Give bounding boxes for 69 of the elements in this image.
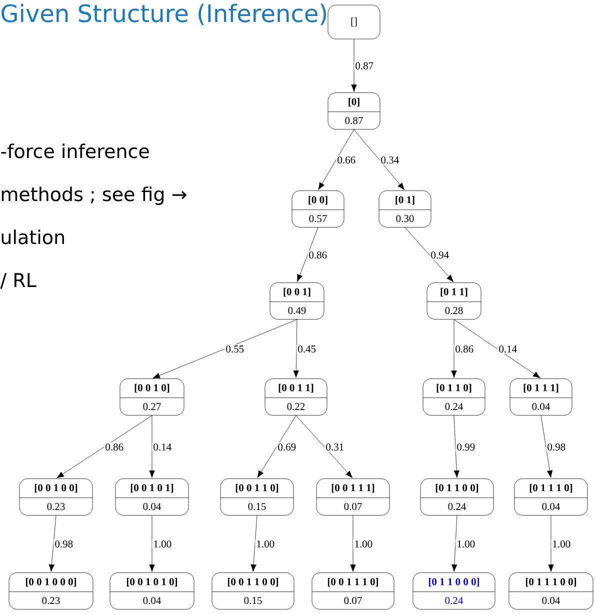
tree-node: [0 1 1 1 0 0] 0.04: [508, 572, 594, 610]
edge-label: 0.55: [224, 344, 246, 354]
arrow: [354, 129, 405, 190]
bullet-text: methods ; see fig →: [2, 186, 186, 205]
arrow: [452, 515, 458, 572]
edge-label: 0.98: [546, 442, 567, 452]
edge-label: 0.98: [54, 539, 74, 549]
tree-node: [0 0 1 0 0] 0.23: [19, 478, 93, 516]
edge-label: 0.66: [336, 155, 357, 165]
arrow: [548, 515, 554, 572]
edge-label: 1.00: [255, 539, 276, 549]
arrow: [293, 319, 299, 378]
tree-node: [0 0 1 1 0] 0.15: [220, 478, 294, 516]
edge-label: 0.14: [498, 344, 518, 354]
tree-node: []: [328, 4, 380, 40]
arrow: [454, 319, 540, 378]
tree-node: [0 0 1 1] 0.22: [264, 378, 328, 416]
edge-label: 0.69: [276, 442, 298, 452]
tree-node: [0 0] 0.57: [292, 190, 344, 228]
arrow: [318, 129, 354, 190]
edge-label: 1.00: [456, 539, 476, 549]
arrow: [404, 227, 454, 282]
edge-label: 0.86: [308, 250, 328, 260]
edge-label: 1.00: [353, 539, 374, 549]
tree-node: [0 0 1 0 1 0] 0.04: [110, 572, 194, 610]
arrow: [152, 319, 298, 378]
edge-label: 0.99: [456, 442, 476, 452]
bullet-text: / RL: [0, 273, 36, 289]
arrow: [250, 515, 258, 572]
tree-node: [0 1 1 1 0] 0.04: [514, 478, 588, 516]
edge-label: 1.00: [152, 539, 173, 549]
tree-node: [0 0 1 0 0 0] 0.23: [8, 572, 94, 610]
arrow: [350, 515, 356, 572]
tree-node: [0 0 1 1 0 0] 0.15: [212, 572, 294, 610]
arrow: [56, 415, 152, 478]
arrow: [296, 415, 353, 478]
arrow: [48, 515, 56, 572]
tree-node: [0 0 1 0 1] 0.04: [115, 478, 189, 516]
slide-title: Given Structure (Inference): [2, 4, 326, 26]
arrow: [454, 415, 460, 478]
tree-node: [0] 0.87: [328, 92, 380, 130]
edge-label: 0.45: [296, 344, 318, 354]
arrow: [257, 415, 296, 478]
edge-label: 0.87: [354, 61, 375, 70]
edge-label: 0.94: [430, 250, 450, 260]
arrow: [540, 415, 553, 478]
arrow: [149, 415, 155, 478]
tree-node: [0 1 1 0 0 0] 0.24: [412, 572, 496, 610]
bullet-text: -force inference: [1, 144, 149, 158]
tree-node: [0 1] 0.30: [378, 190, 432, 228]
arrow: [351, 39, 357, 92]
tree-node: [0 1 1 0 0] 0.24: [420, 478, 494, 516]
edge-label: 0.31: [324, 442, 346, 452]
tree-node: [0 0 1 1 1 0] 0.07: [312, 572, 394, 610]
tree-node: [0 1 1] 0.28: [426, 282, 482, 320]
edge-label: 0.86: [104, 442, 125, 452]
tree-node: [0 0 1 1 1] 0.07: [316, 478, 390, 516]
arrow: [297, 227, 318, 282]
arrow: [149, 515, 155, 572]
edge-label: 0.86: [454, 344, 475, 354]
arrow: [451, 319, 457, 378]
tree-node: [0 1 1 0] 0.24: [422, 378, 486, 416]
edge-label: 1.00: [551, 539, 572, 549]
tree-node: [0 0 1 0] 0.27: [120, 378, 184, 416]
edge-label: 0.34: [380, 155, 400, 165]
edge-label: 0.14: [152, 442, 173, 452]
tree-node: [0 1 1 1] 0.04: [510, 378, 572, 416]
tree-node: [0 0 1] 0.49: [270, 282, 324, 320]
bullet-text: ulation: [2, 230, 64, 244]
